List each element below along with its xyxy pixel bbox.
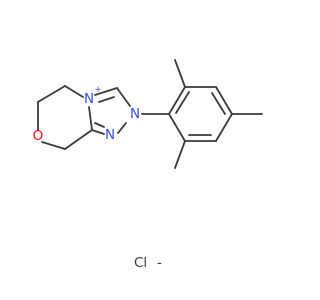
bond-methyl-top [174, 59, 186, 88]
oxygen-atom: O [33, 128, 44, 144]
counterion: Cl - [134, 255, 162, 271]
bond-ar1-ar2-inner [175, 91, 190, 114]
bond-ar3-ar4 [215, 86, 233, 115]
bond-ar3-ar4-inner [211, 92, 226, 115]
bond-n1-c3 [94, 87, 118, 96]
bond-c8-c8a [64, 129, 93, 150]
bond-methyl-bottom [174, 140, 186, 169]
atom-labels: O N + N N [33, 85, 140, 144]
bond-c5-c6 [37, 85, 66, 103]
nitrogen-atom-ring-fusion: N [84, 91, 94, 107]
bond-c3-n2 [116, 87, 131, 107]
nitrogen-atom-imine: N [105, 127, 115, 143]
bond-ar6-ar1 [168, 113, 186, 142]
bond-ar4-ar5 [215, 113, 233, 142]
bond-n2-n3 [117, 122, 127, 134]
nitrogen-atom-aryl: N [130, 106, 140, 122]
chloride-charge: - [157, 255, 162, 271]
bond-ar1-ar2 [168, 86, 186, 115]
bond-o7-c8 [41, 141, 66, 150]
positive-charge: + [94, 85, 101, 95]
bond-n3-c8a-inner [94, 122, 105, 128]
bond-n1-c3-inner [98, 96, 115, 103]
bond-c8a-n1 [88, 106, 93, 131]
chemical-structure: O N + N N Cl - [33, 59, 263, 271]
bond-lines [37, 59, 263, 169]
bond-n1-c5 [64, 85, 84, 98]
bond-n3-c8a-outer [91, 129, 105, 135]
chloride-symbol: Cl [134, 255, 147, 271]
